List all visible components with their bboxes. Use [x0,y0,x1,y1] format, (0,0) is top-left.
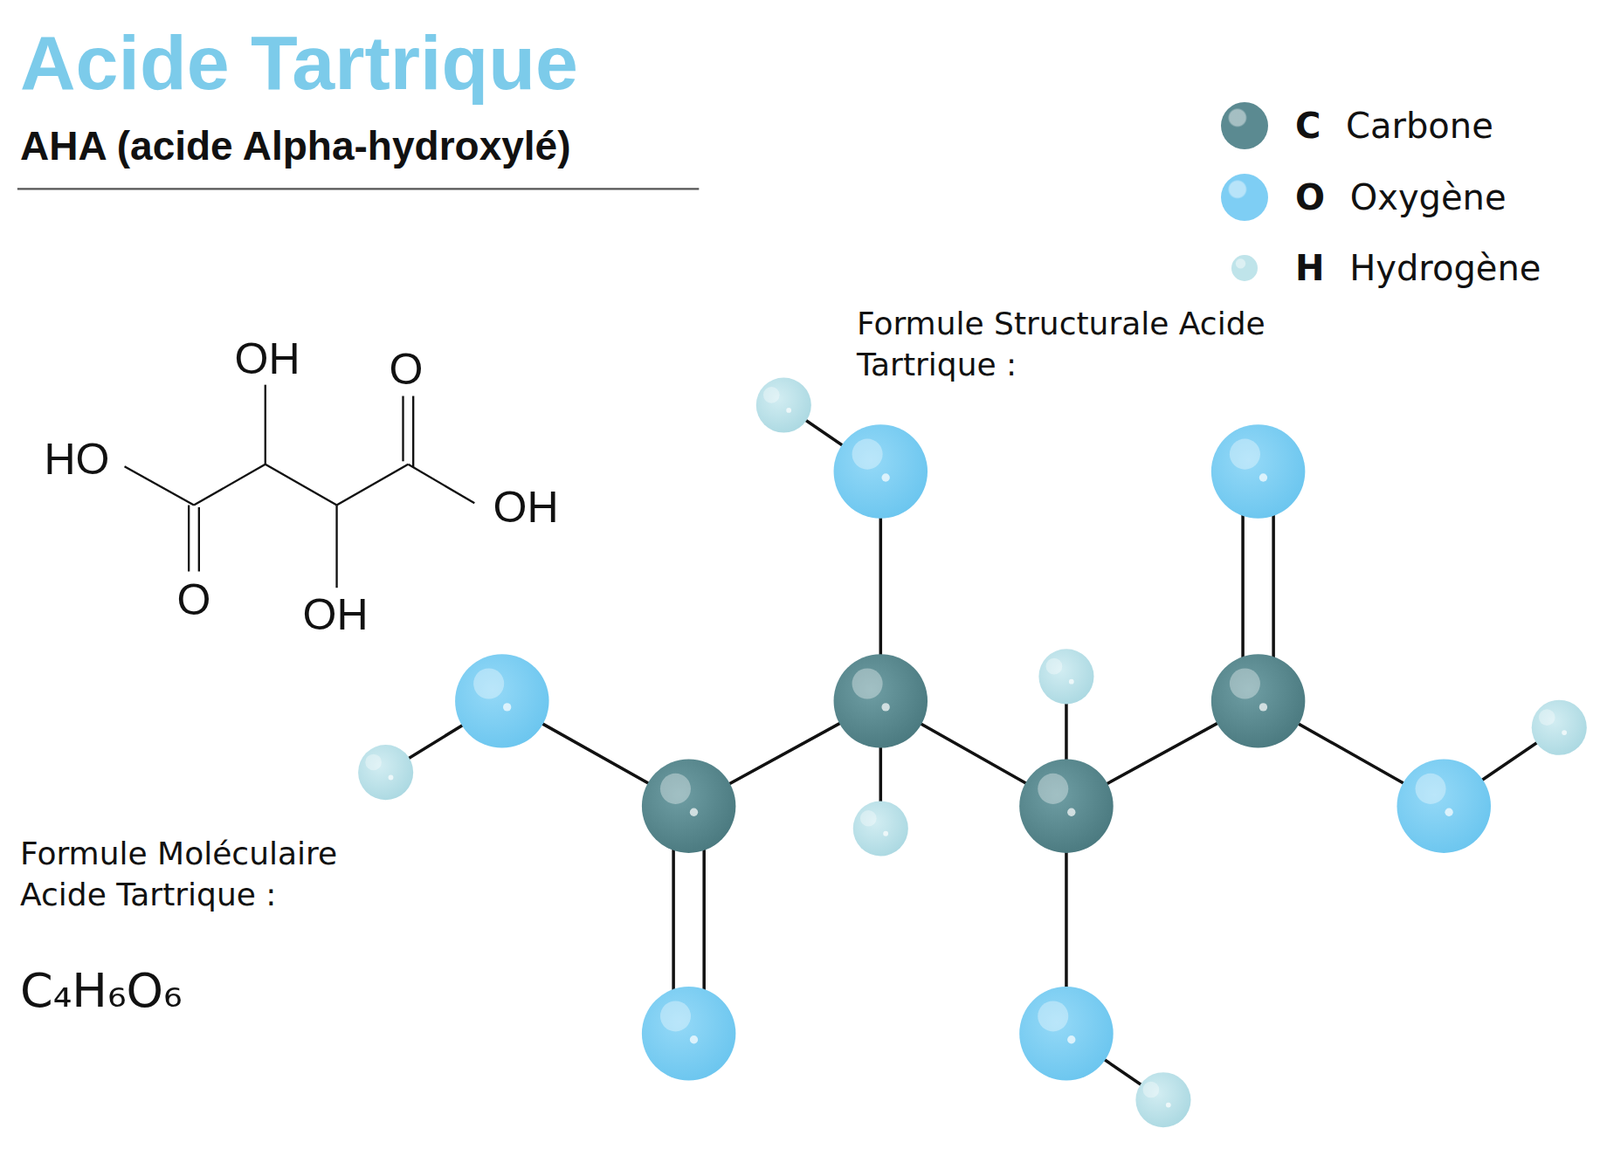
carbon-atom [1019,758,1113,853]
hydrogen-atom [1531,700,1587,756]
atom-label: OH [303,593,369,637]
bond [407,464,475,504]
atom-label: OH [493,485,559,530]
oxygen-atom [1019,986,1113,1081]
double-bond [401,396,404,463]
atom-label: OH [234,337,301,381]
hydrogen-atom [1038,648,1094,704]
oxygen-atom [834,424,928,518]
legend-label: H Hydrogène [1295,250,1541,286]
double-bond [198,507,200,573]
carbon-atom [834,654,928,748]
oxygen-atom [641,986,736,1081]
bond [337,464,409,506]
title: Acide Tartrique [20,24,579,102]
subtitle: AHA (acide Alpha-hydroxylé) [20,124,571,169]
double-bond [187,505,190,573]
bond [193,464,266,506]
oxygen-atom [1211,424,1305,518]
atom-label: O [177,578,212,622]
oxygen-atom [1396,758,1490,853]
atom-label: O [389,347,424,392]
hydrogen-atom [853,800,909,856]
skeletal-formula [124,385,476,589]
bond [264,385,267,465]
legend-label: C Carbone [1295,108,1494,144]
hydrogen-atom [1135,1072,1191,1128]
oxygen-atom [455,654,549,748]
highlights [365,386,1567,1108]
highlight-small [388,407,1567,1109]
atom-label: HO [44,437,111,482]
carbon-atom [1211,654,1305,748]
section-note: Formule Moléculaire Acide Tartrique : [20,834,431,917]
legend-swatch [1220,102,1269,150]
legend-swatch [1220,173,1269,221]
hydrogen-atom [756,378,812,434]
highlight-large [365,386,1555,1098]
bond [335,505,338,589]
carbon-atom [641,758,736,853]
section-note: Formule Structurale Acide Tartrique : [856,303,1268,387]
molecular-formula: C₄H₆O₆ [20,967,183,1015]
atoms [358,378,1587,1129]
sticks [386,405,1560,1101]
bond [265,464,338,506]
legend-label: O Oxygène [1295,179,1507,215]
hydrogen-atom [358,744,414,800]
title-rule [17,187,699,190]
double-bond [412,396,414,469]
legend-swatch [1231,255,1258,282]
bond [124,466,194,505]
